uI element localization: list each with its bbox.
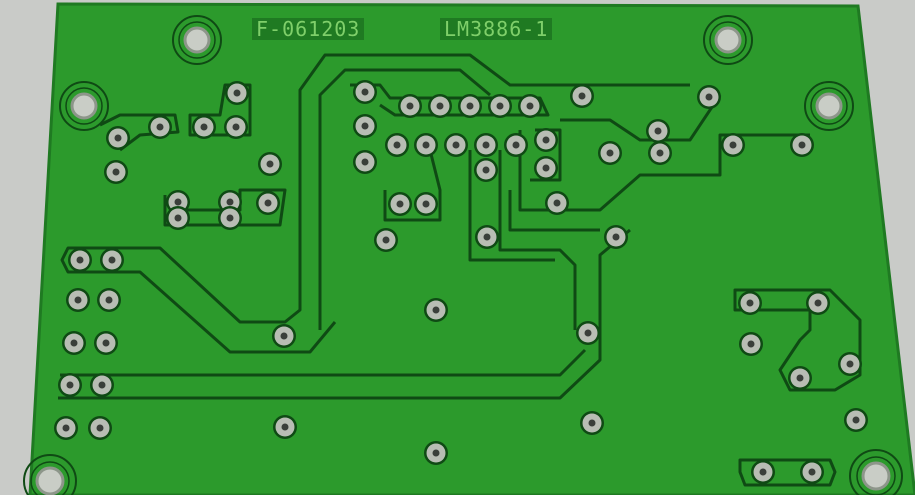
solder-pad xyxy=(353,114,377,138)
solder-pad xyxy=(353,80,377,104)
solder-pad xyxy=(580,411,604,435)
solder-pad xyxy=(106,126,130,150)
solder-pad xyxy=(58,373,82,397)
solder-pad xyxy=(474,158,498,182)
solder-pad xyxy=(424,298,448,322)
solder-pad xyxy=(258,152,282,176)
solder-pad xyxy=(62,331,86,355)
solder-pad xyxy=(424,441,448,465)
solder-pad xyxy=(166,206,190,230)
solder-pad xyxy=(414,133,438,157)
solder-pad xyxy=(97,288,121,312)
solder-pad xyxy=(534,156,558,180)
solder-pad xyxy=(646,119,670,143)
solder-pad xyxy=(504,133,528,157)
solder-pad xyxy=(100,248,124,272)
solder-pad xyxy=(598,141,622,165)
solder-pad xyxy=(68,248,92,272)
solder-pad xyxy=(88,416,112,440)
mounting-hole xyxy=(703,15,753,65)
solder-pad xyxy=(788,366,812,390)
solder-pad xyxy=(66,288,90,312)
solder-pad xyxy=(838,352,862,376)
solder-pad xyxy=(697,85,721,109)
solder-pad xyxy=(148,115,172,139)
solder-pad xyxy=(570,84,594,108)
mounting-hole xyxy=(849,449,903,495)
solder-pad xyxy=(721,133,745,157)
solder-pad xyxy=(388,192,412,216)
solder-pad xyxy=(474,133,498,157)
solder-pad xyxy=(790,133,814,157)
solder-pad xyxy=(218,206,242,230)
solder-pad xyxy=(576,321,600,345)
solder-pad xyxy=(844,408,868,432)
mounting-holes xyxy=(23,15,903,495)
solder-pad xyxy=(806,291,830,315)
solder-pad xyxy=(94,331,118,355)
solder-pad xyxy=(739,332,763,356)
solder-pad xyxy=(272,324,296,348)
solder-pad xyxy=(751,460,775,484)
solder-pad xyxy=(273,415,297,439)
solder-pad xyxy=(90,373,114,397)
solder-pad xyxy=(738,291,762,315)
solder-pad xyxy=(428,94,452,118)
solder-pad xyxy=(648,141,672,165)
mounting-hole xyxy=(172,15,222,65)
solder-pad xyxy=(475,225,499,249)
mounting-hole xyxy=(59,81,109,131)
board-id-label: F-061203 xyxy=(252,18,365,40)
solder-pad xyxy=(256,191,280,215)
solder-pads xyxy=(54,80,868,484)
solder-pad xyxy=(224,115,248,139)
solder-pad xyxy=(458,94,482,118)
mounting-hole xyxy=(23,454,77,495)
solder-pad xyxy=(385,133,409,157)
solder-pad xyxy=(545,191,569,215)
solder-pad xyxy=(353,150,377,174)
solder-pad xyxy=(398,94,422,118)
solder-pad xyxy=(54,416,78,440)
solder-pad xyxy=(225,81,249,105)
solder-pad xyxy=(414,192,438,216)
solder-pad xyxy=(800,460,824,484)
solder-pad xyxy=(192,115,216,139)
solder-pad xyxy=(604,225,628,249)
mounting-hole xyxy=(804,81,854,131)
solder-pad xyxy=(518,94,542,118)
solder-pad xyxy=(104,160,128,184)
solder-pad xyxy=(444,133,468,157)
part-label: LM3886-1 xyxy=(440,18,553,40)
solder-pad xyxy=(488,94,512,118)
solder-pad xyxy=(534,128,558,152)
solder-pad xyxy=(374,228,398,252)
